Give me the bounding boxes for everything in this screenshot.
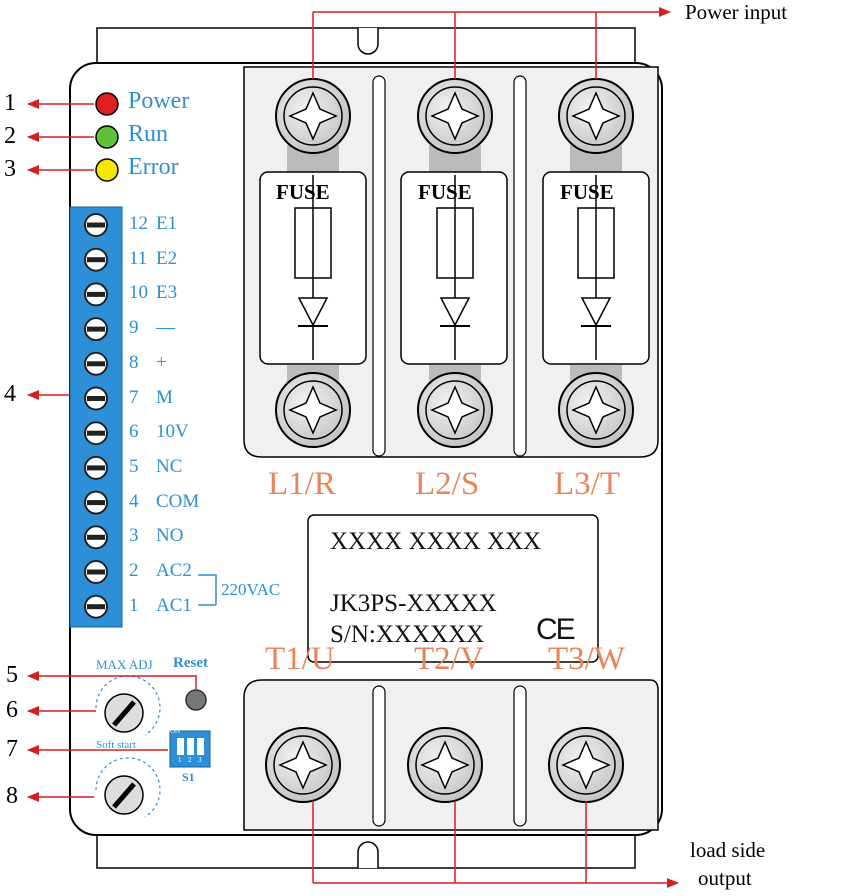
run-led-label: Run (128, 121, 169, 147)
max-adj-potentiometer[interactable] (95, 675, 161, 736)
terminal-screw (73, 242, 119, 277)
terminal-screw (73, 450, 119, 485)
terminal-number: 6 (129, 421, 139, 443)
terminal-name: E2 (156, 247, 178, 269)
error-led (95, 158, 119, 182)
callout-number: 2 (4, 123, 16, 149)
callout-number: 1 (4, 90, 16, 116)
run-led (95, 125, 119, 149)
output-label: output (698, 866, 752, 890)
terminal-name: E3 (156, 282, 178, 304)
terminal-name: AC1 (156, 594, 192, 616)
terminal-number: 5 (129, 455, 139, 477)
fuse-column-1 (259, 78, 367, 448)
terminal-name: — (156, 317, 175, 339)
soft-start-potentiometer[interactable] (95, 757, 161, 818)
callout-number: 7 (6, 736, 18, 762)
nameplate-model: JK3PS-XXXXX (330, 590, 497, 617)
fuse-label: FUSE (560, 180, 614, 204)
terminal-screw (73, 346, 119, 381)
terminal-screw (73, 555, 119, 589)
dip-number: 3 (198, 756, 202, 764)
fuse-column-3 (542, 78, 650, 448)
terminal-screw (73, 589, 119, 624)
reset-label: Reset (173, 655, 208, 671)
terminal-number: 10 (129, 282, 148, 304)
dip-switch-s1[interactable] (169, 730, 211, 768)
fuse-column-2 (400, 78, 508, 448)
terminal-number: 1 (129, 594, 139, 616)
supply-bracket (198, 574, 217, 606)
output-terminal-panel (243, 679, 659, 831)
terminal-screw (73, 312, 119, 347)
supply-voltage-label: 220VAC (221, 580, 281, 599)
nameplate-line-1: XXXX XXXX XXX (330, 528, 542, 555)
error-led-label: Error (128, 154, 179, 180)
terminal-number: 7 (129, 386, 139, 408)
input-phase-label: L3/T (554, 466, 620, 502)
power-led (95, 92, 119, 116)
power-input-lines (312, 7, 671, 79)
soft-start-label: Soft start (96, 739, 137, 751)
terminal-number: 4 (129, 490, 139, 512)
terminal-name: NC (156, 455, 183, 477)
power-input-label: Power input (685, 0, 788, 24)
output-phase-label: T3/W (548, 641, 625, 677)
terminal-name: NO (156, 525, 184, 547)
output-phase-label: T1/U (265, 641, 335, 677)
callout-number: 3 (4, 156, 16, 182)
terminal-screw (73, 208, 119, 242)
terminal-screw (73, 277, 119, 312)
terminal-name: 10V (156, 421, 189, 443)
terminal-name: E1 (156, 213, 178, 234)
terminal-screw (73, 381, 119, 416)
fuse-label: FUSE (418, 180, 472, 204)
callout-number: 4 (4, 381, 16, 407)
input-phase-label: L2/S (415, 466, 480, 502)
nameplate (307, 514, 599, 663)
nameplate-serial: S/N:XXXXXX (330, 621, 485, 648)
dip-switch-name: S1 (182, 770, 195, 784)
terminal-name: COM (156, 490, 200, 512)
control-terminal-strip (69, 206, 123, 628)
terminal-number: 3 (129, 525, 139, 547)
fuse-label: FUSE (276, 180, 330, 204)
terminal-number: 11 (129, 247, 148, 269)
input-phase-label: L1/R (268, 466, 336, 502)
terminal-screw (73, 520, 119, 555)
terminal-name: M (156, 386, 173, 408)
power-led-label: Power (128, 88, 190, 114)
reset-button[interactable] (185, 689, 207, 711)
load-output-lines (312, 801, 679, 888)
callout-arrows (27, 99, 197, 802)
callout-number: 8 (6, 783, 18, 809)
terminal-screw (73, 485, 119, 520)
callout-number: 6 (6, 697, 18, 723)
terminal-number: 8 (129, 351, 139, 373)
load-side-label: load side (690, 838, 766, 862)
terminal-number: 12 (129, 213, 148, 234)
callout-number: 5 (6, 662, 18, 688)
ce-mark: CE (536, 613, 576, 646)
dip-on-label: ON (170, 727, 181, 735)
terminal-number: 9 (129, 317, 139, 339)
dip-number: 1 (178, 756, 182, 764)
max-adj-label: MAX ADJ (96, 657, 153, 672)
output-phase-label: T2/V (414, 641, 484, 677)
terminal-name: AC2 (156, 560, 192, 581)
terminal-screw (73, 416, 119, 451)
dip-number: 2 (188, 756, 192, 764)
terminal-number: 2 (129, 560, 139, 581)
terminal-name: + (156, 351, 167, 373)
